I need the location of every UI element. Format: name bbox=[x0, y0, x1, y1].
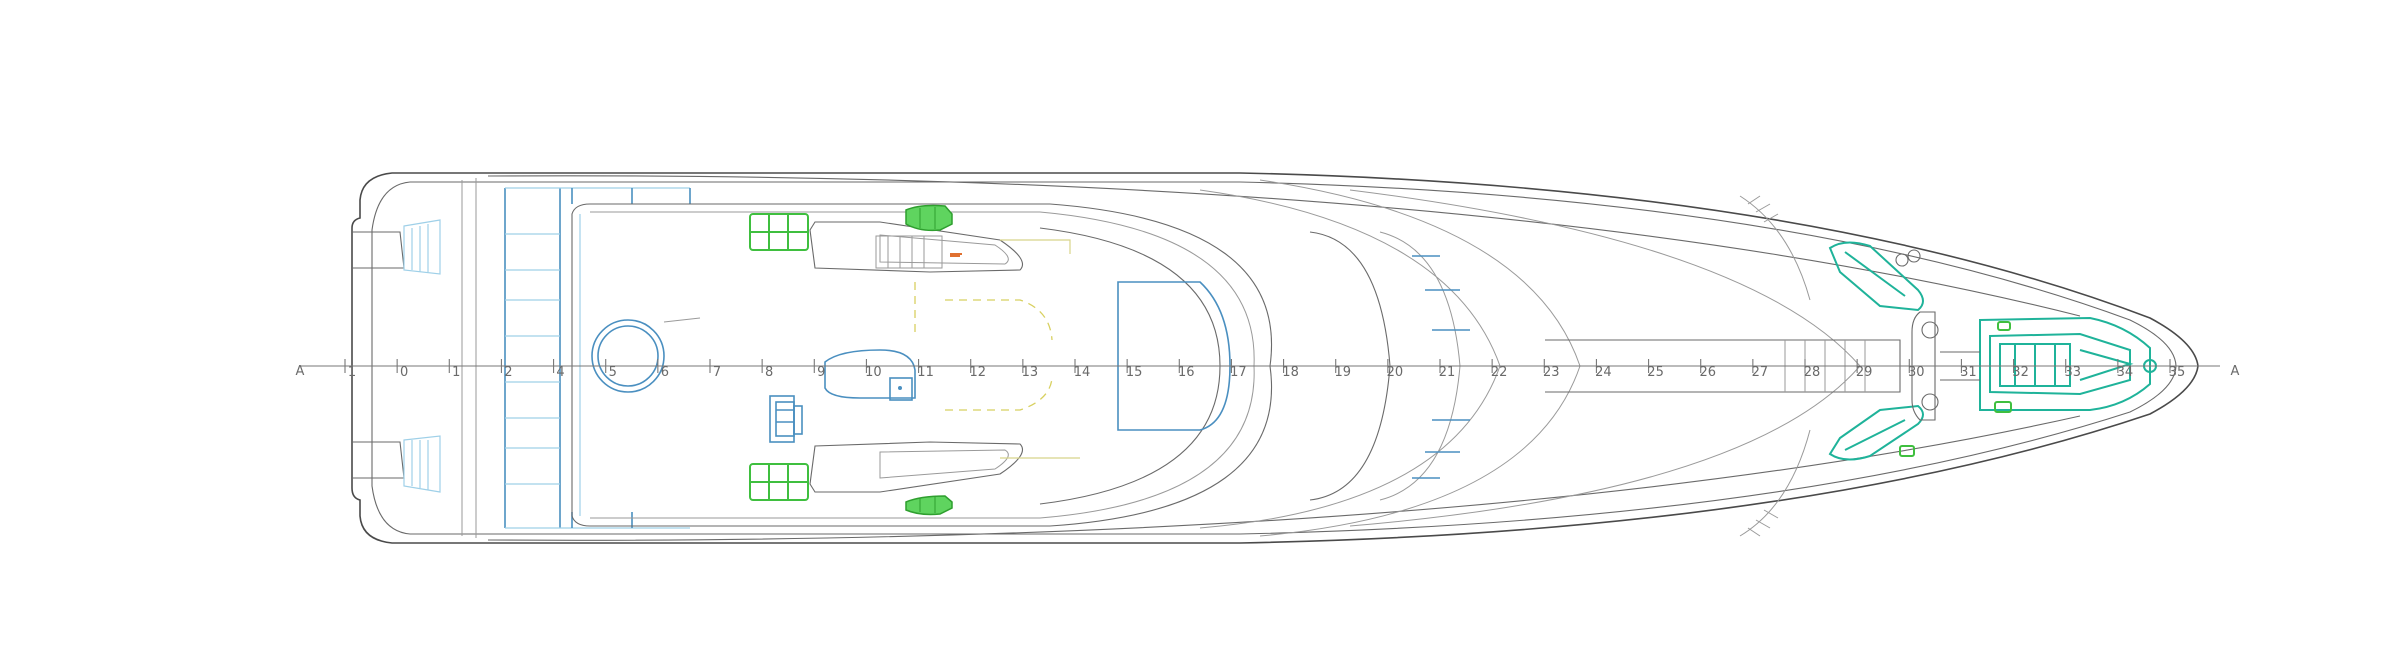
station-label: 1 bbox=[348, 365, 356, 380]
station-label: 14 bbox=[1074, 365, 1091, 380]
port-lounge bbox=[749, 441, 1024, 516]
control-console bbox=[769, 395, 803, 443]
anchor-windlass-icon bbox=[1911, 311, 2157, 421]
station-label: 1 bbox=[452, 365, 460, 380]
station-label-fwd: A bbox=[2231, 364, 2240, 379]
station-label: 29 bbox=[1856, 365, 1873, 380]
station-label: 28 bbox=[1804, 365, 1821, 380]
bar-counter bbox=[824, 349, 916, 401]
stern-steps bbox=[352, 219, 441, 493]
station-label: 22 bbox=[1491, 365, 1508, 380]
station-label: 21 bbox=[1439, 365, 1456, 380]
station-label: 34 bbox=[2117, 365, 2134, 380]
station-label: 12 bbox=[969, 365, 986, 380]
station-label: 8 bbox=[765, 365, 773, 380]
starboard-lounge bbox=[749, 204, 1024, 273]
station-label: 25 bbox=[1647, 365, 1664, 380]
station-label: 9 bbox=[817, 365, 825, 380]
station-label: 13 bbox=[1022, 365, 1039, 380]
station-label: 19 bbox=[1334, 365, 1351, 380]
station-label-aft: A bbox=[296, 364, 305, 379]
station-label: 33 bbox=[2064, 365, 2081, 380]
station-label: 11 bbox=[917, 365, 934, 380]
circular-pool-icon bbox=[591, 317, 701, 393]
station-label: 31 bbox=[1960, 365, 1977, 380]
station-label: 17 bbox=[1230, 365, 1247, 380]
orange-marker bbox=[950, 253, 962, 257]
jet-ski-icon bbox=[1828, 241, 1924, 312]
station-label: 20 bbox=[1387, 365, 1404, 380]
station-label: 15 bbox=[1126, 365, 1143, 380]
hull-outline bbox=[351, 172, 2199, 544]
station-label: 7 bbox=[713, 365, 721, 380]
station-label: 6 bbox=[661, 365, 669, 380]
station-label: 4 bbox=[556, 365, 564, 380]
station-label: 10 bbox=[865, 365, 882, 380]
station-label: 32 bbox=[2012, 365, 2029, 380]
station-label: 30 bbox=[1908, 365, 1925, 380]
station-label: 5 bbox=[609, 365, 617, 380]
station-label: 18 bbox=[1282, 365, 1299, 380]
station-label: 2 bbox=[504, 365, 512, 380]
station-label: 27 bbox=[1752, 365, 1769, 380]
route-lines bbox=[914, 239, 1080, 459]
station-label: 16 bbox=[1178, 365, 1195, 380]
station-label: 0 bbox=[400, 365, 408, 380]
station-label: 26 bbox=[1699, 365, 1716, 380]
jet-ski-icon bbox=[1828, 404, 1924, 461]
station-label: 35 bbox=[2169, 365, 2186, 380]
station-label: 23 bbox=[1543, 365, 1560, 380]
station-label: 24 bbox=[1595, 365, 1612, 380]
aft-deck-grid bbox=[504, 187, 691, 529]
